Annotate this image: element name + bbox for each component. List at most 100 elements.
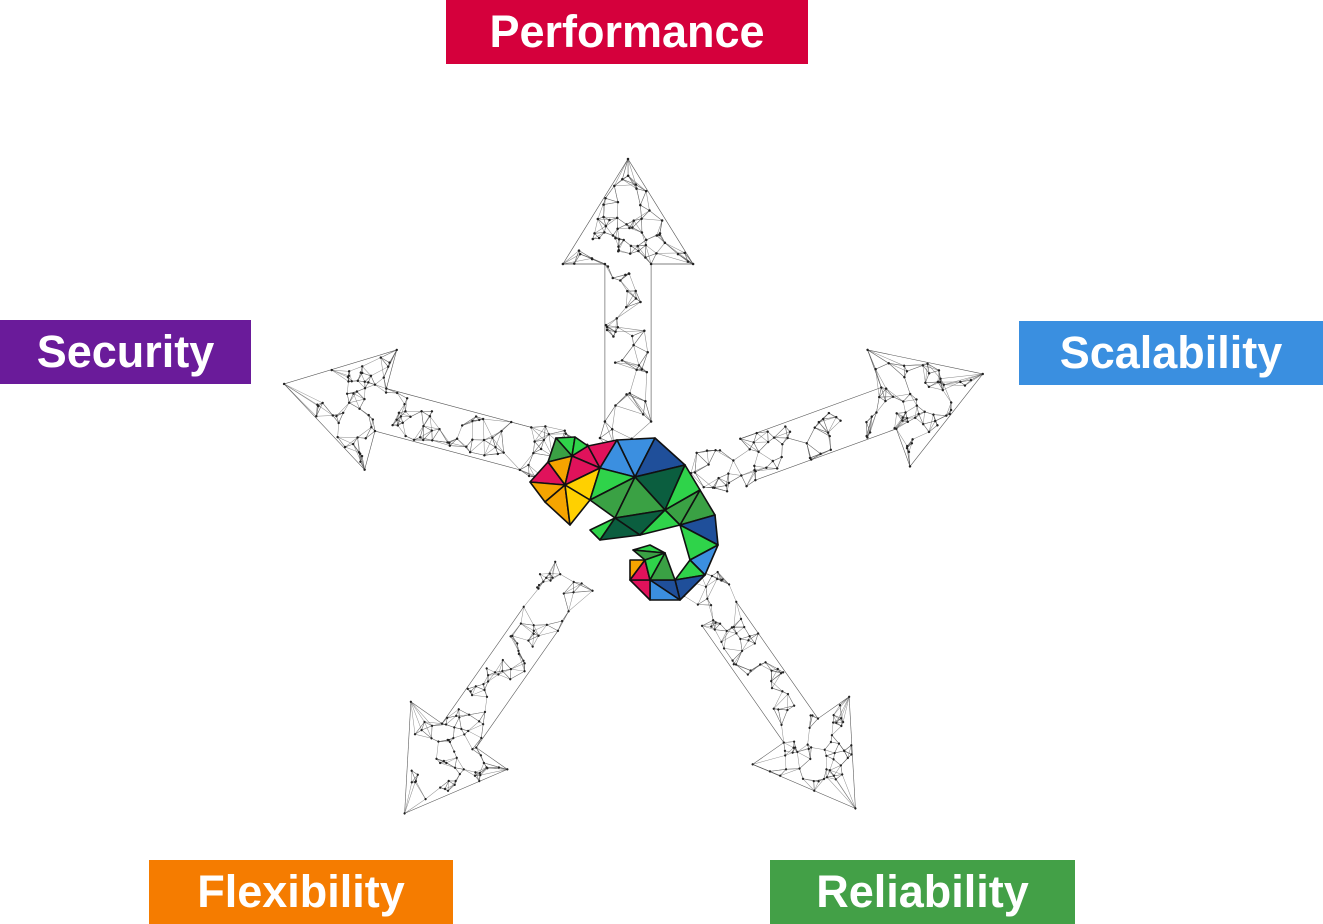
- mesh-node: [829, 740, 833, 744]
- mesh-node: [478, 720, 481, 723]
- mesh-node: [455, 714, 458, 717]
- mesh-node: [921, 364, 925, 367]
- mesh-node: [866, 348, 869, 352]
- mesh-node: [716, 577, 719, 581]
- mesh-node: [732, 459, 735, 462]
- mesh-node: [826, 431, 830, 434]
- mesh-node: [959, 380, 962, 384]
- mesh-node: [617, 245, 620, 248]
- mesh-node: [610, 427, 614, 431]
- mesh-line: [398, 412, 411, 418]
- mesh-line: [806, 443, 812, 460]
- mesh-outline: [755, 428, 897, 481]
- mesh-node: [462, 768, 465, 771]
- mesh-line: [414, 734, 432, 739]
- mesh-line: [894, 420, 903, 429]
- mesh-node: [822, 417, 825, 421]
- mesh-line: [523, 588, 539, 607]
- mesh-node: [336, 435, 339, 439]
- mesh-line: [626, 220, 634, 225]
- mesh-node: [509, 678, 512, 681]
- mesh-line: [361, 456, 365, 470]
- mesh-line: [799, 758, 811, 769]
- mesh-line: [924, 411, 934, 415]
- mesh-node: [531, 645, 534, 648]
- mesh-line: [677, 253, 689, 262]
- mesh-line: [754, 451, 759, 466]
- mesh-node: [901, 416, 904, 419]
- mesh-line: [645, 372, 648, 402]
- mesh-line: [635, 290, 641, 303]
- mesh-node: [634, 289, 637, 293]
- mesh-line: [469, 711, 486, 715]
- mesh-line: [896, 413, 903, 421]
- mesh-line: [826, 775, 834, 778]
- mesh-node: [517, 649, 520, 652]
- mesh-line: [770, 680, 783, 692]
- mesh-line: [348, 371, 352, 382]
- mesh-node: [632, 343, 635, 347]
- mesh-line: [483, 437, 493, 441]
- mesh-node: [603, 231, 606, 234]
- mesh-line: [411, 770, 418, 775]
- mesh-line: [463, 769, 476, 776]
- mesh-node: [735, 632, 738, 635]
- mesh-line: [550, 561, 556, 581]
- mesh-line: [475, 767, 487, 773]
- mesh-line: [348, 380, 358, 382]
- mesh-line: [942, 381, 961, 391]
- mesh-node: [809, 714, 812, 717]
- mesh-line: [431, 430, 433, 441]
- mesh-node: [904, 411, 907, 414]
- mesh-node: [745, 484, 748, 488]
- mesh-line: [449, 438, 458, 446]
- mesh-line: [705, 578, 718, 587]
- mesh-node: [905, 370, 909, 373]
- mesh-line: [723, 648, 733, 661]
- mesh-line: [627, 175, 647, 192]
- mesh-node: [518, 468, 522, 472]
- mesh-line: [701, 620, 714, 627]
- mesh-line: [744, 626, 750, 637]
- mesh-node: [509, 667, 513, 671]
- mesh-line: [357, 426, 372, 438]
- mesh-line: [964, 373, 983, 386]
- mesh-node: [828, 434, 831, 438]
- mesh-outline: [752, 742, 784, 765]
- mesh-line: [528, 633, 534, 641]
- mesh-line: [591, 258, 606, 265]
- mesh-node: [399, 415, 403, 418]
- mesh-node: [590, 257, 594, 260]
- mesh-node: [479, 754, 483, 757]
- mesh-line: [429, 416, 433, 431]
- mesh-line: [357, 380, 366, 389]
- mesh-line: [532, 633, 534, 647]
- mesh-line: [456, 438, 467, 447]
- mesh-line: [906, 365, 923, 372]
- mesh-line: [960, 379, 971, 383]
- mesh-line: [411, 770, 413, 783]
- label-reliability: Reliability: [770, 860, 1075, 924]
- mesh-line: [448, 780, 455, 786]
- mesh-line: [915, 411, 925, 418]
- mesh-node: [833, 751, 836, 755]
- mesh-outline: [284, 349, 397, 385]
- mesh-line: [609, 217, 618, 221]
- mesh-node: [373, 429, 377, 433]
- mesh-node: [819, 452, 822, 455]
- mesh-line: [928, 420, 936, 433]
- mesh-line: [612, 277, 621, 281]
- mesh-node: [825, 754, 828, 757]
- mesh-line: [458, 709, 460, 718]
- mesh-node: [485, 667, 488, 670]
- mesh-node: [644, 399, 647, 403]
- mesh-line: [640, 191, 647, 206]
- mesh-line: [826, 770, 831, 778]
- mesh-node: [816, 717, 820, 720]
- mesh-line: [645, 244, 657, 254]
- mesh-line: [316, 415, 333, 417]
- mesh-line: [578, 250, 593, 259]
- mesh-node: [734, 663, 738, 666]
- mesh-node: [545, 623, 549, 626]
- mesh-line: [630, 245, 639, 252]
